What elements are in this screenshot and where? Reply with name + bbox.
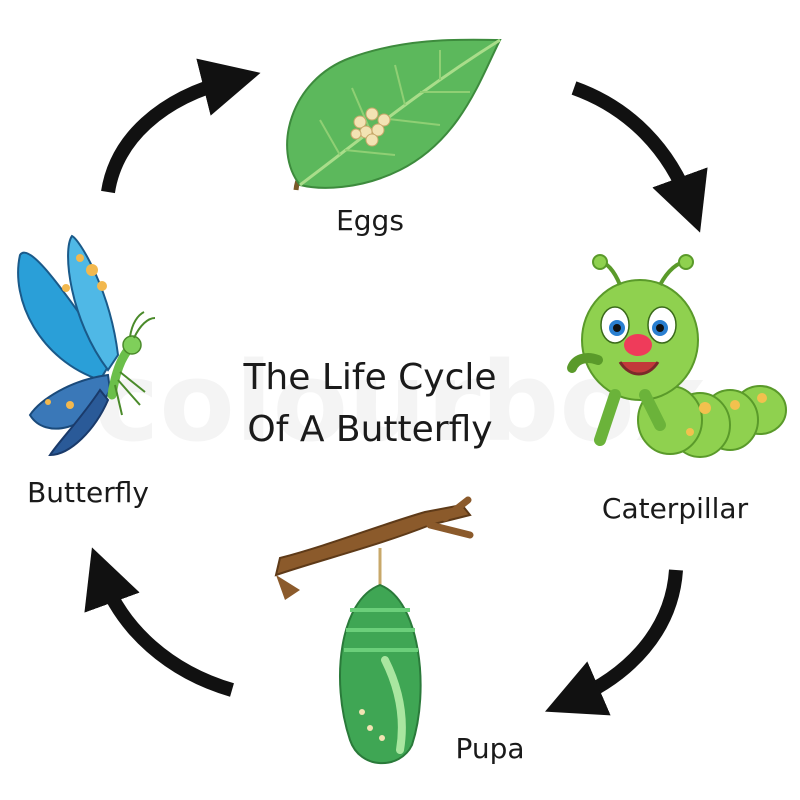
stage-label-pupa: Pupa [455, 732, 524, 765]
butterfly-icon [17, 234, 156, 457]
stage-label-eggs: Eggs [336, 204, 404, 237]
cycle-arrows [84, 58, 708, 716]
diagram-title: The Life Cycle Of A Butterfly [200, 352, 540, 456]
egg-cluster [350, 107, 391, 147]
arrow-eggs-to-caterpillar [571, 81, 708, 233]
chrysalis-on-branch-icon [274, 496, 474, 765]
arrow-butterfly-to-eggs [101, 58, 261, 194]
stage-label-caterpillar: Caterpillar [602, 492, 749, 525]
arrow-caterpillar-to-pupa [545, 569, 683, 716]
leaf-with-eggs-icon [286, 38, 502, 191]
caterpillar-icon [567, 254, 787, 458]
title-line-2: Of A Butterfly [247, 409, 493, 450]
stage-label-butterfly: Butterfly [27, 476, 149, 509]
title-line-1: The Life Cycle [243, 357, 497, 398]
arrow-pupa-to-butterfly [84, 547, 234, 697]
